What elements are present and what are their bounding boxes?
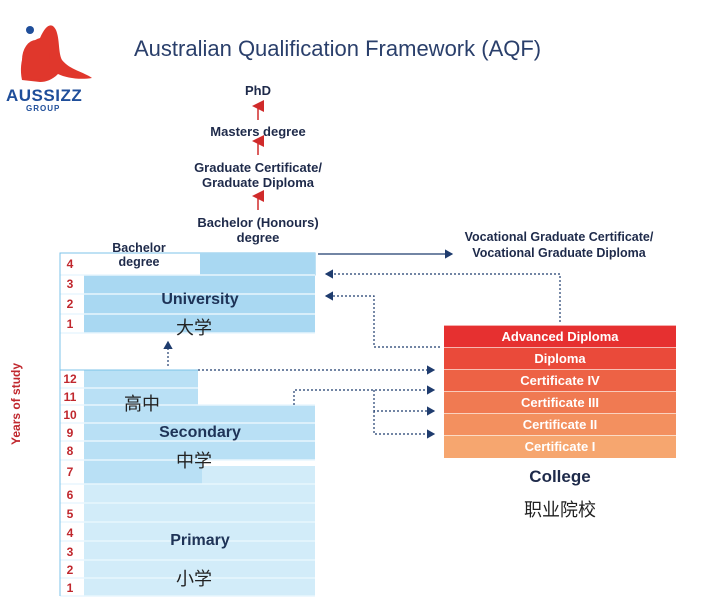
university-year-number: 2	[66, 297, 74, 311]
school-grid	[60, 369, 315, 597]
college-level-certificate-iv: Certificate IV	[444, 369, 676, 392]
kangaroo-logo-icon	[20, 25, 93, 82]
university-year-number: 3	[66, 277, 74, 291]
page-title: Australian Qualification Framework (AQF)	[134, 36, 542, 61]
university-year-number: 4	[66, 257, 74, 271]
primary-label-cn: 小学	[176, 569, 212, 590]
school-year-number: 2	[66, 563, 74, 577]
ladder-masters: Masters degree	[210, 124, 306, 139]
ladder-bachelor-honours: Bachelor (Honours) degree	[197, 215, 319, 245]
college-label-cn: 职业院校	[524, 500, 596, 521]
secondary-label: Secondary	[159, 424, 241, 441]
school-year-number: 10	[63, 408, 77, 422]
university-label: University	[161, 291, 239, 308]
university-year-number: 1	[66, 317, 74, 331]
secondary-label-cn: 中学	[176, 451, 212, 472]
ladder-phd: PhD	[245, 83, 271, 98]
years-of-study-label: Years of study	[9, 362, 23, 445]
college-level-diploma: Diploma	[444, 347, 676, 370]
school-year-number: 11	[63, 390, 77, 404]
school-year-number: 7	[66, 465, 74, 479]
college-level-certificate-i: Certificate I	[444, 435, 676, 458]
bachelor-degree-label: Bachelor degree	[112, 241, 166, 269]
school-year-number: 3	[66, 545, 74, 559]
school-year-number: 8	[66, 444, 74, 458]
school-year-number: 9	[66, 426, 74, 440]
logo-name: AUSSIZZ	[6, 86, 83, 105]
ladder-grad-cert: Graduate Certificate/ Graduate Diploma	[194, 160, 322, 190]
college-level-certificate-iii: Certificate III	[444, 391, 676, 414]
university-label-cn: 大学	[176, 318, 212, 339]
logo-subtitle: GROUP	[26, 104, 61, 113]
school-year-number: 4	[66, 526, 74, 540]
college-label: College	[529, 467, 591, 486]
school-year-number: 6	[66, 488, 74, 502]
university-block	[59, 252, 316, 334]
college-level-advanced-diploma: Advanced Diploma	[444, 325, 676, 348]
vocational-label: Vocational Graduate Certificate/ Vocatio…	[464, 230, 654, 260]
high-school-label-cn: 高中	[124, 394, 160, 415]
primary-label: Primary	[170, 532, 230, 549]
college-level-certificate-ii: Certificate II	[444, 413, 676, 436]
school-year-number: 12	[63, 372, 77, 386]
school-year-number: 5	[66, 507, 74, 521]
school-year-number: 1	[66, 581, 74, 595]
connectors	[163, 249, 561, 439]
